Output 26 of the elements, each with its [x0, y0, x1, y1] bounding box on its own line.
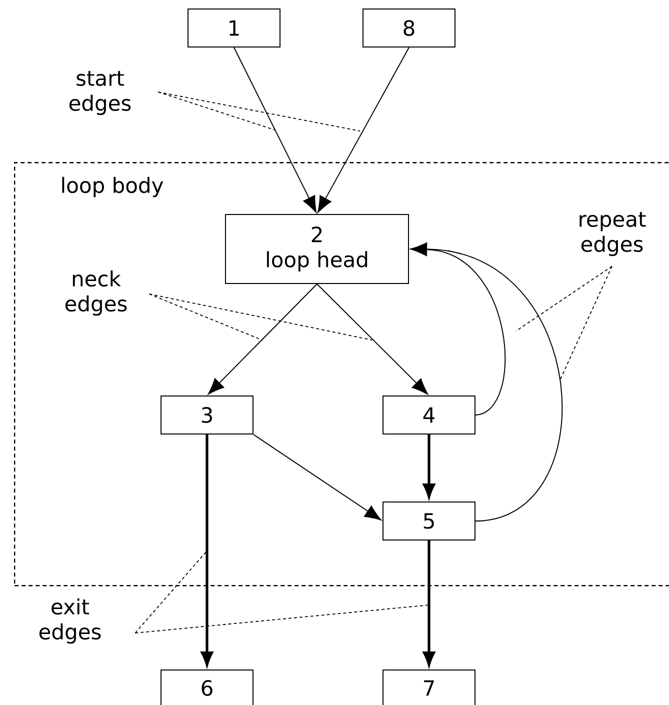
process-box: 8 — [362, 8, 456, 48]
leader-line — [148, 294, 372, 340]
leader-line — [158, 92, 276, 130]
annotation-text: start edges — [69, 70, 131, 116]
process-box: 4 — [382, 396, 476, 434]
annotation-text: repeat edges — [580, 212, 646, 256]
leader-line — [516, 266, 612, 332]
process-box: 7 — [382, 670, 476, 705]
process-box: 2 loop head — [225, 214, 409, 284]
leader-line — [134, 604, 430, 634]
arrow — [234, 47, 317, 213]
arrow — [316, 284, 428, 395]
arrow — [253, 434, 382, 520]
process-box: 6 — [160, 670, 254, 705]
arrow — [410, 242, 562, 522]
leader-line — [134, 552, 206, 634]
annotation-text: exit edges — [39, 598, 101, 644]
leader-line — [158, 92, 360, 132]
annotation-text: neck edges — [65, 270, 127, 316]
leader-line — [560, 266, 612, 380]
process-box: 1 — [188, 8, 280, 48]
arrow — [208, 284, 318, 395]
arrow — [317, 47, 410, 213]
process-box: 5 — [382, 502, 476, 540]
process-box: 3 — [160, 396, 254, 434]
leader-line — [148, 294, 262, 340]
